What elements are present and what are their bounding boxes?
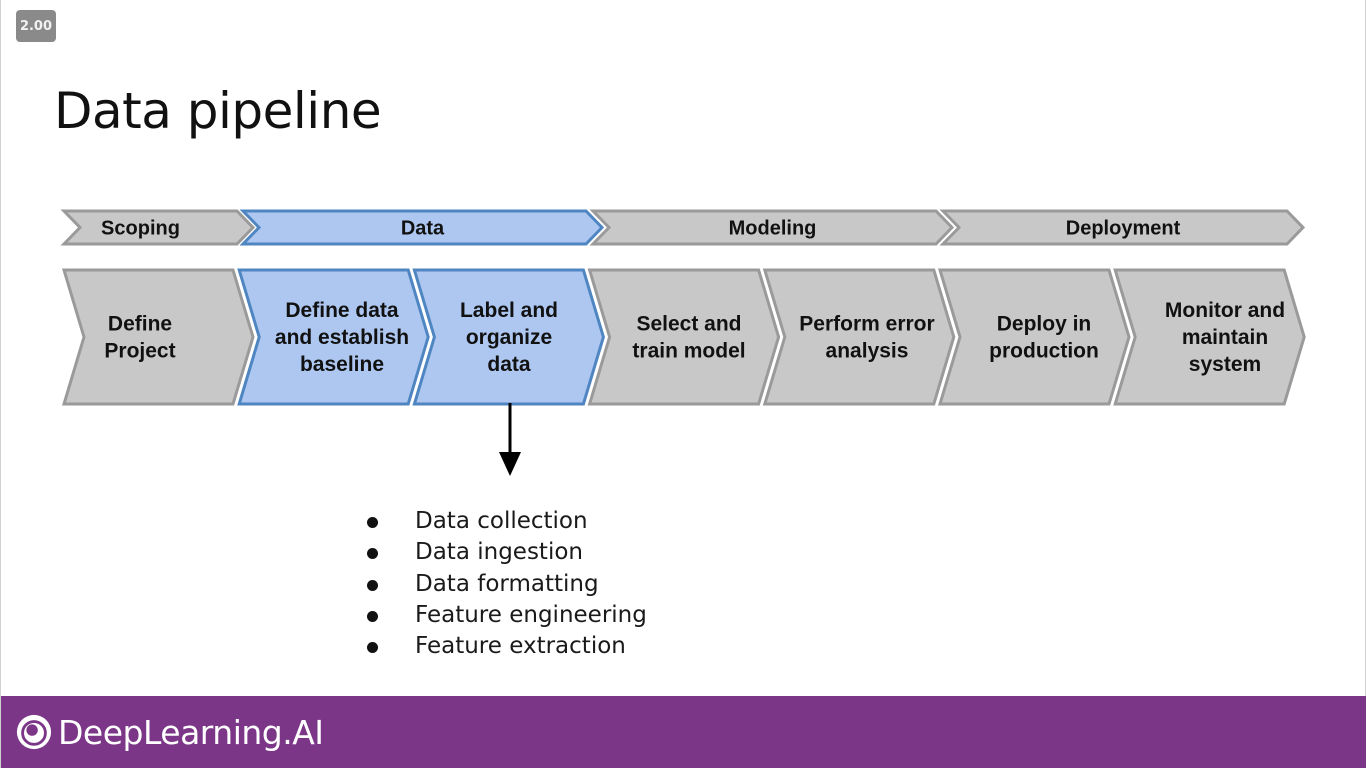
step-7: Monitor and maintain system bbox=[1113, 268, 1306, 406]
step-label-line: organize bbox=[466, 326, 552, 349]
phase-label: Deployment bbox=[1066, 218, 1181, 240]
list-item-label: Feature engineering bbox=[415, 601, 647, 628]
footer-bar: DeepLearning.AI bbox=[1, 696, 1366, 768]
phase-chevron bbox=[239, 209, 605, 246]
step-label-line: train model bbox=[632, 340, 745, 363]
step-chevron bbox=[237, 268, 430, 406]
phase-scoping: Scoping bbox=[60, 209, 256, 246]
step-label-line: Define data bbox=[285, 299, 399, 322]
phase-deployment: Deployment bbox=[939, 209, 1306, 246]
bullet-dot bbox=[367, 642, 378, 654]
step-label-line: Select and bbox=[636, 313, 741, 336]
list-item: Data ingestion bbox=[363, 537, 647, 568]
phase-row: Scoping Data Modeling Deployment bbox=[60, 209, 1306, 246]
phase-label: Scoping bbox=[101, 218, 180, 240]
list-item: Feature extraction bbox=[363, 631, 647, 662]
list-item-label: Data formatting bbox=[415, 570, 599, 597]
step-label-line: Monitor and bbox=[1165, 299, 1285, 322]
step-chevron bbox=[61, 268, 255, 406]
list-item-label: Data collection bbox=[415, 508, 588, 534]
step-label-line: data bbox=[487, 353, 531, 376]
data-task-list: Data collection Data ingestion Data form… bbox=[363, 506, 647, 662]
step-label-line: Label and bbox=[460, 299, 558, 322]
bullet-dot bbox=[367, 579, 378, 591]
list-item-label: Data ingestion bbox=[415, 539, 583, 566]
step-chevron bbox=[587, 268, 781, 406]
step-chevron bbox=[937, 268, 1131, 406]
slide-title: Data pipeline bbox=[54, 82, 382, 140]
step-4: Select and train model bbox=[587, 268, 781, 406]
step-chevron bbox=[1113, 268, 1306, 406]
step-2: Define data and establish baseline bbox=[237, 268, 430, 406]
bullet-dot bbox=[367, 517, 378, 528]
phase-modeling: Modeling bbox=[589, 209, 955, 246]
step-label-line: and establish bbox=[275, 326, 409, 349]
bullet-dot bbox=[367, 548, 378, 560]
step-label: Monitor and maintain system bbox=[1165, 299, 1285, 376]
step-label: Select and train model bbox=[632, 313, 745, 363]
step-chevron bbox=[762, 268, 956, 406]
list-item: Feature engineering bbox=[363, 600, 647, 631]
step-label: Label and organize data bbox=[460, 299, 558, 376]
deeplearning-logo-icon bbox=[16, 714, 52, 750]
step-label: Perform error analysis bbox=[799, 313, 934, 363]
step-label-line: analysis bbox=[826, 340, 909, 363]
step-label-line: Deploy in bbox=[997, 313, 1092, 336]
list-item: Data collection bbox=[363, 506, 647, 537]
down-arrow bbox=[499, 403, 521, 476]
brand-name: DeepLearning.AI bbox=[58, 712, 324, 752]
step-label-line: system bbox=[1189, 353, 1261, 376]
step-label-line: Project bbox=[104, 340, 175, 363]
step-label-line: production bbox=[989, 340, 1099, 363]
list-item: Data formatting bbox=[363, 569, 647, 600]
step-label-line: baseline bbox=[300, 353, 384, 376]
bullet-dot bbox=[367, 610, 378, 622]
step-label-line: maintain bbox=[1182, 326, 1268, 349]
list-item-label: Feature extraction bbox=[415, 633, 626, 660]
phase-chevron bbox=[60, 209, 256, 246]
step-label-line: Perform error bbox=[799, 313, 934, 336]
phase-label: Modeling bbox=[729, 218, 817, 240]
step-5: Perform error analysis bbox=[762, 268, 956, 406]
phase-label: Data bbox=[401, 218, 445, 240]
step-label: Define data and establish baseline bbox=[275, 299, 409, 376]
step-3: Label and organize data bbox=[412, 268, 605, 406]
playback-speed-badge[interactable]: 2.00 bbox=[16, 10, 56, 42]
phase-chevron bbox=[939, 209, 1306, 246]
phase-data: Data bbox=[239, 209, 605, 246]
step-chevron bbox=[412, 268, 605, 406]
step-label: Deploy in production bbox=[989, 313, 1099, 363]
step-label-line: Define bbox=[108, 313, 172, 336]
phase-chevron bbox=[589, 209, 955, 246]
step-6: Deploy in production bbox=[937, 268, 1131, 406]
